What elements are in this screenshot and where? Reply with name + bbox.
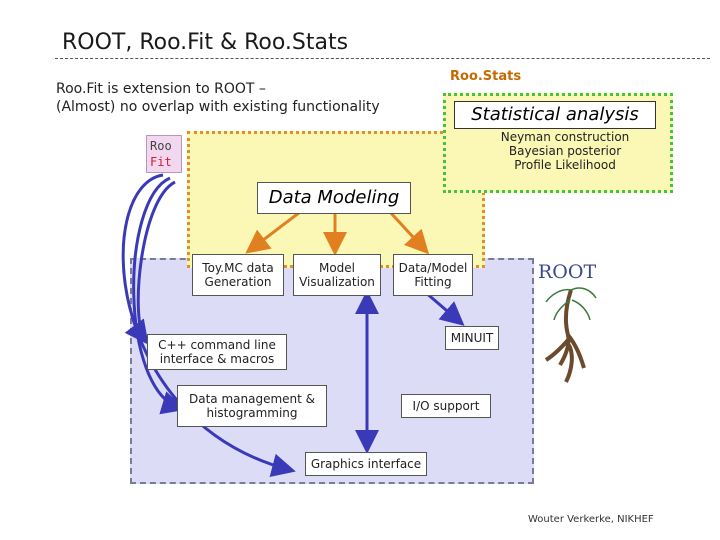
cpp-interface-box: C++ command line interface & macros [147,334,287,370]
arrow-to-graphics [121,173,296,478]
roostats-item: Profile Likelihood [514,158,616,172]
model-visualization-box: Model Visualization [293,254,381,296]
root-logo-text: ROOT [538,261,596,283]
root-tree-icon: ROOT [538,261,597,383]
statistical-analysis-box: Statistical analysis [454,101,656,129]
intro-line-2: (Almost) no overlap with existing functi… [56,99,380,115]
footer-author: Wouter Verkerke, NIKHEF [528,514,654,525]
data-mgmt-line-1: Data management & [188,392,316,406]
roostats-items: Neyman construction Bayesian posterior P… [470,130,660,172]
data-model-fitting-box: Data/Model Fitting [393,254,473,296]
minuit-box: MINUIT [445,326,499,350]
intro-text: Roo.Fit is extension to ROOT – (Almost) … [56,80,380,116]
root-logo: ROOT [536,260,606,388]
io-support-box: I/O support [401,394,491,418]
visualization-line-2: Visualization [299,275,375,289]
fitting-line-2: Fitting [414,275,452,289]
toymc-line-2: Generation [204,275,272,289]
data-mgmt-line-2: histogramming [206,406,298,420]
toymc-generation-box: Toy.MC data Generation [192,254,284,296]
cpp-line-1: C++ command line [158,338,276,352]
arrow-to-minuit [424,290,465,326]
data-management-box: Data management & histogramming [177,385,327,427]
cpp-line-2: interface & macros [159,352,275,366]
title-divider [55,58,710,59]
roostats-item: Bayesian posterior [508,144,622,158]
slide-title: ROOT, Roo.Fit & Roo.Stats [62,30,349,55]
roofit-icon: Roo Fit [146,135,182,173]
intro-line-1: Roo.Fit is extension to ROOT – [56,81,266,97]
data-modeling-box: Data Modeling [257,182,411,214]
fitting-line-1: Data/Model [398,261,468,275]
arrow-to-data-mgmt [132,176,186,415]
roofit-icon-fit: Fit [150,155,172,169]
roostats-item: Neyman construction [500,130,630,144]
arrow-to-cpp [124,180,176,345]
toymc-line-1: Toy.MC data [202,261,274,275]
graphics-interface-box: Graphics interface [305,452,427,476]
visualization-line-1: Model [318,261,356,275]
roostats-label: Roo.Stats [450,69,522,84]
roofit-icon-roo: Roo [150,139,172,153]
arrow-to-toymc [245,210,301,254]
arrow-to-fitting [388,210,430,255]
